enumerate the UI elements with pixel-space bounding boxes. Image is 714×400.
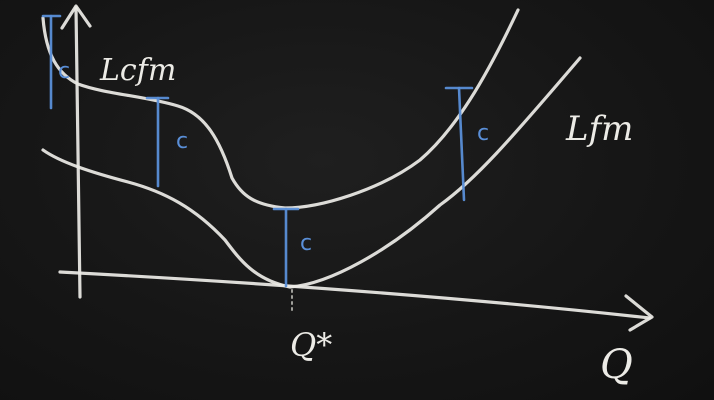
- offset-marker-2: c: [145, 96, 188, 188]
- offset-marker-4: c: [444, 86, 489, 202]
- y-axis: [74, 6, 82, 299]
- label-lcfm: Lcfm: [99, 53, 176, 88]
- offset-label-3: c: [300, 231, 312, 256]
- offset-label-2: c: [176, 129, 188, 154]
- x-axis: [58, 270, 652, 320]
- offset-marker-1: c: [41, 14, 70, 110]
- offset-label-1: c: [58, 59, 70, 84]
- offset-marker-3: c: [272, 207, 312, 288]
- curve-lfm: [41, 56, 582, 289]
- label-lfm: Lfm: [565, 109, 633, 149]
- x-axis-arrowhead: [624, 294, 654, 332]
- curve-lcfm: [41, 8, 520, 210]
- label-x-axis-q: Q: [600, 342, 633, 388]
- offset-label-4: c: [477, 121, 489, 146]
- y-axis-arrowhead: [60, 4, 92, 30]
- label-q-star: Q*: [290, 326, 332, 364]
